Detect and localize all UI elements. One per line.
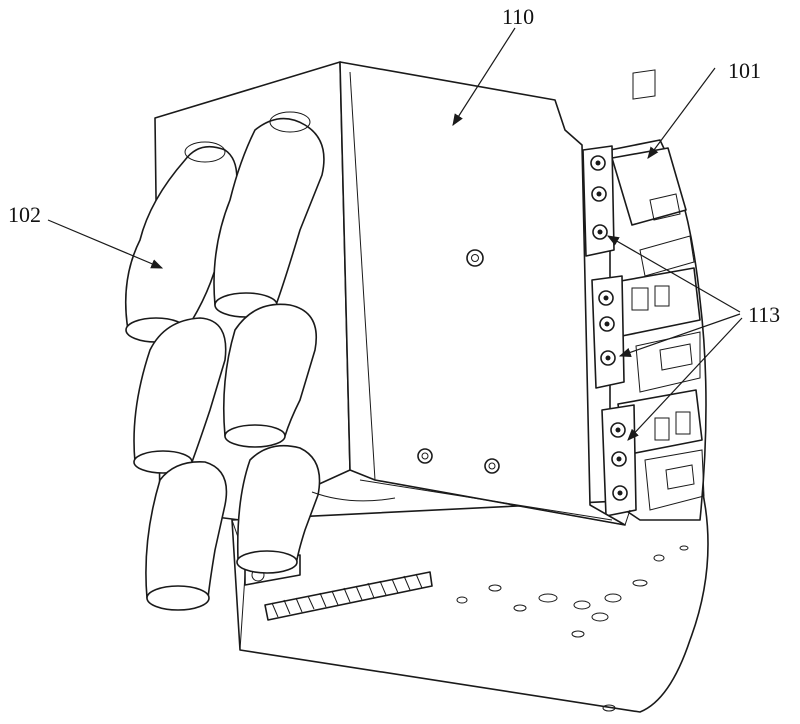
leader-101: [648, 68, 715, 158]
callout-110: 110: [502, 6, 534, 28]
callout-113: 113: [748, 304, 780, 326]
callout-102: 102: [8, 204, 41, 226]
callout-101: 101: [728, 60, 761, 82]
lid-box: [312, 62, 630, 525]
